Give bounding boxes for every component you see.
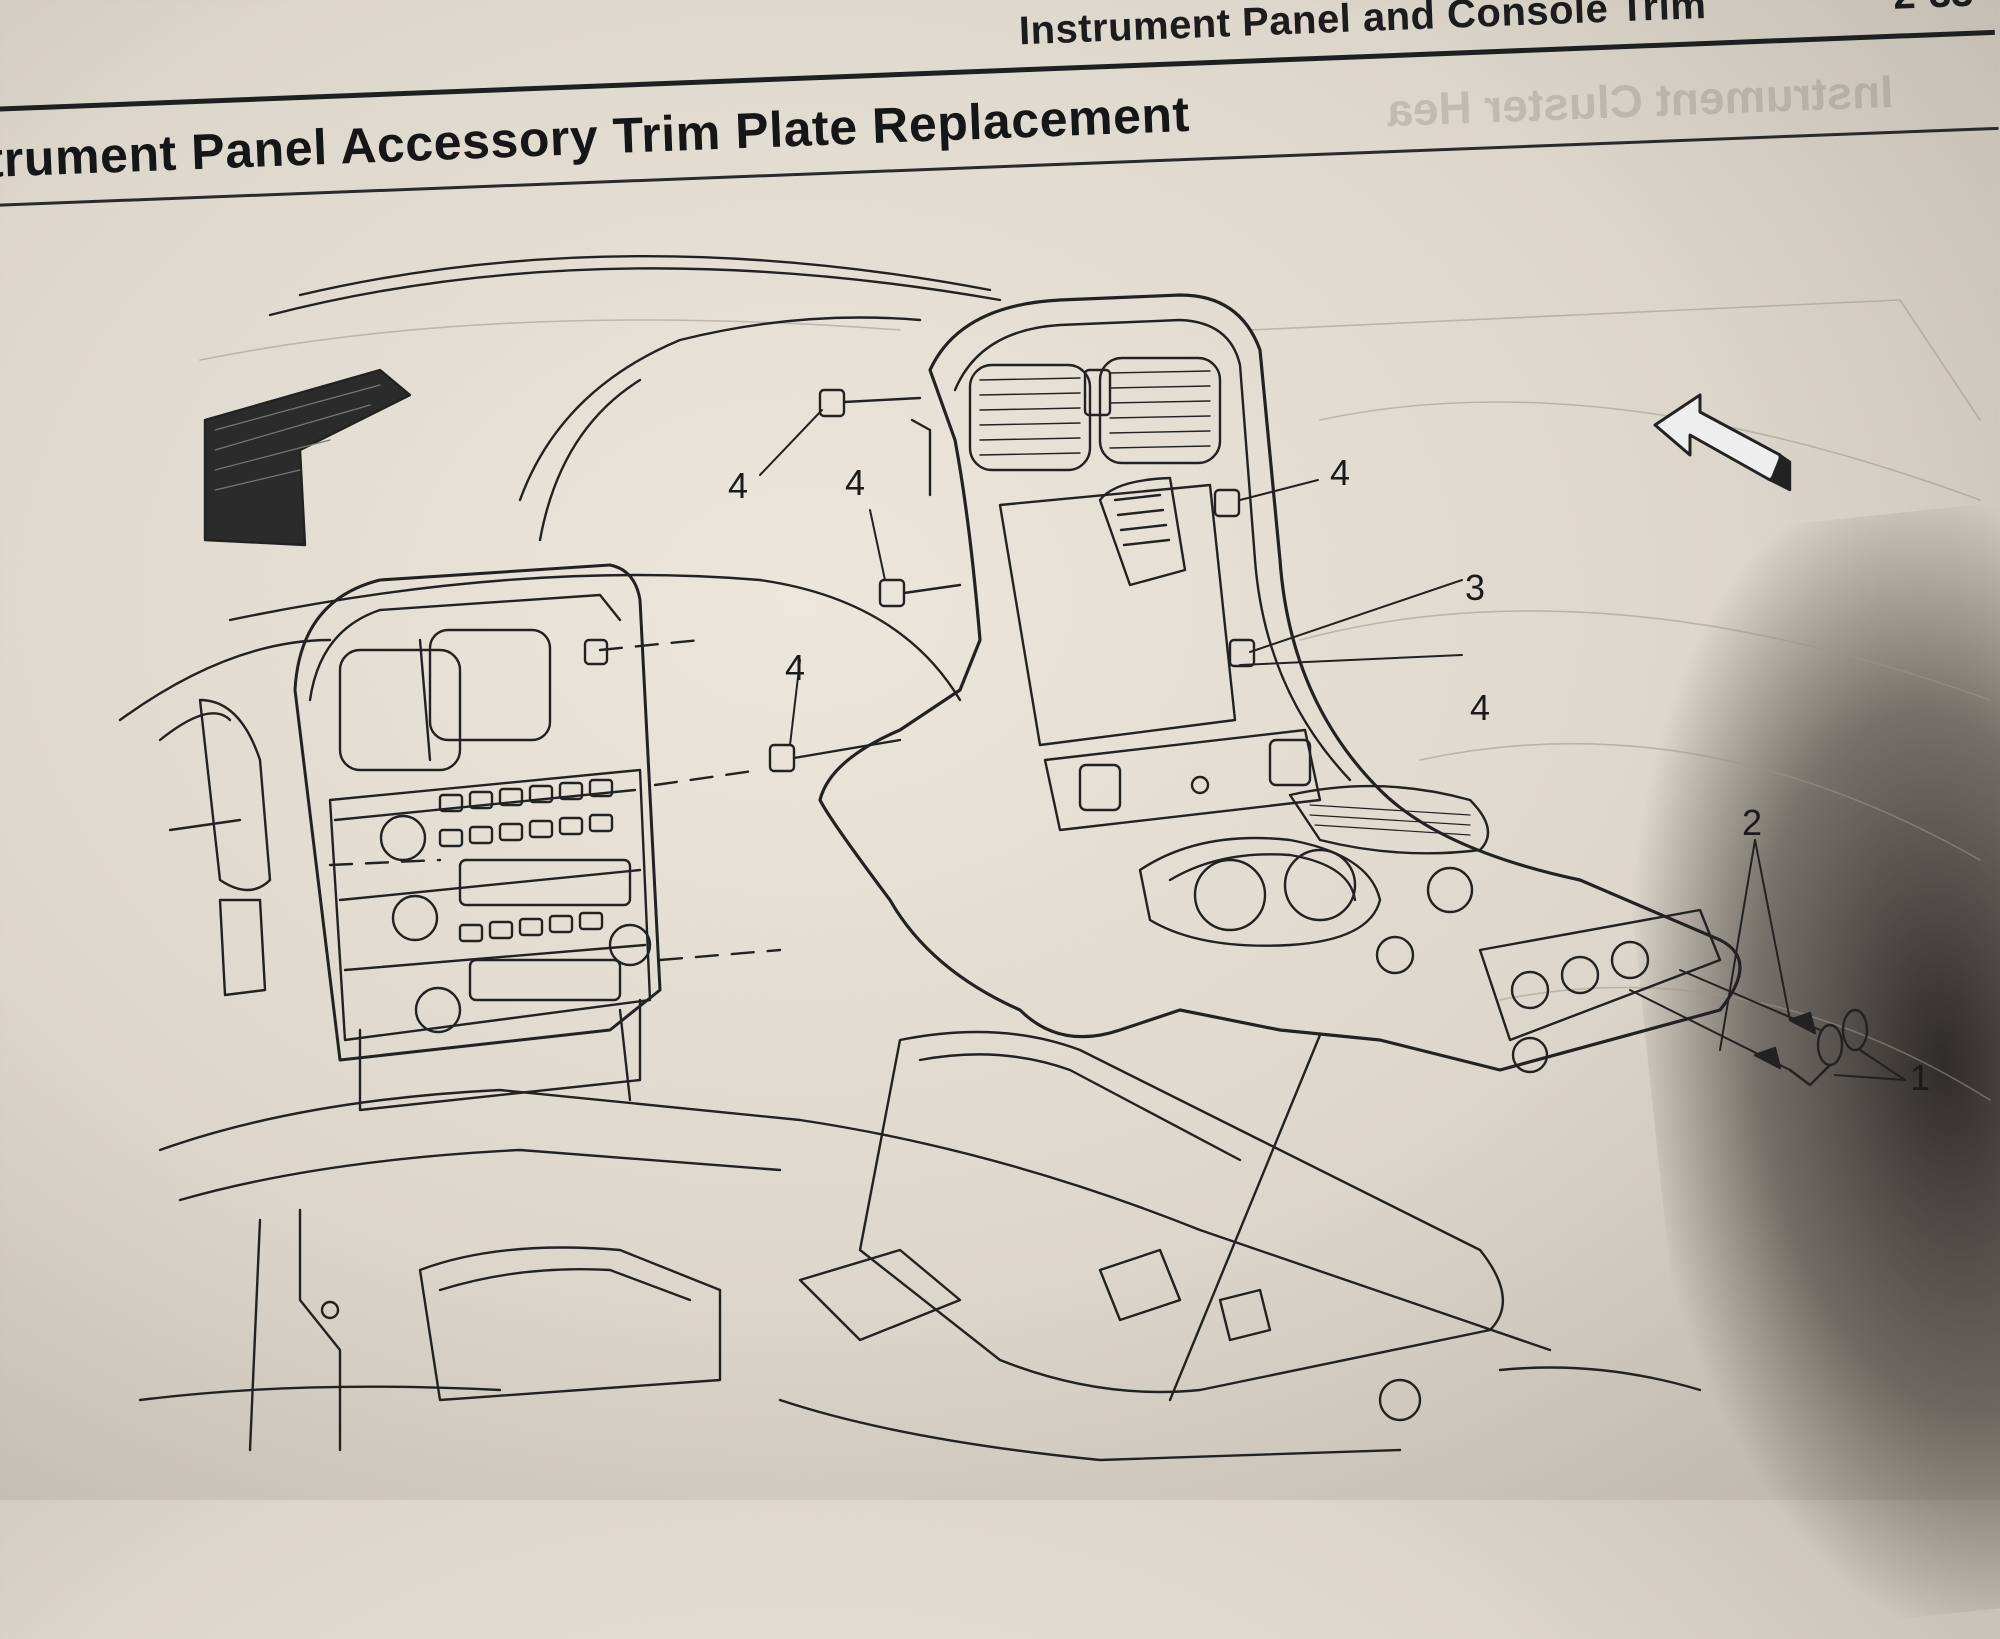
floor-console [138, 1030, 1702, 1462]
tune-knob [391, 894, 439, 942]
air-vents [968, 356, 1222, 472]
callout-4-lower-right: 4 [1470, 687, 1490, 728]
accessory-trim-plate [818, 293, 1742, 1074]
exploded-diagram: 4 4 4 3 4 4 2 1 4 [118, 255, 1991, 1462]
callout-4-left: 4 [785, 647, 805, 688]
dash-top-line [268, 267, 1002, 317]
callout-4-top-center: 4 [845, 462, 865, 503]
steering-column-trim [198, 698, 272, 892]
radio-assembly [293, 563, 662, 1112]
bottom-knob [414, 986, 462, 1034]
callout-2: 2 [1742, 802, 1762, 843]
callout-leaders [759, 409, 1906, 1081]
callout-1: 1 [1910, 1057, 1930, 1098]
defroster-vent [203, 368, 412, 547]
callout-3: 3 [1465, 567, 1485, 608]
callout-4-top-left: 4 [728, 465, 748, 506]
front-direction-arrow [1653, 393, 1792, 492]
leader-line [1168, 1033, 1322, 1402]
bleed-through-lines [199, 299, 1991, 1101]
volume-knob [379, 814, 427, 862]
alignment-lines [328, 638, 782, 962]
cupholder [1138, 836, 1382, 947]
rear-ports [1478, 908, 1722, 1074]
fasteners [1629, 969, 1869, 1087]
retainer-clips [583, 388, 1256, 773]
radio-buttons [438, 778, 614, 943]
callout-4-upper-right: 4 [1330, 452, 1350, 493]
